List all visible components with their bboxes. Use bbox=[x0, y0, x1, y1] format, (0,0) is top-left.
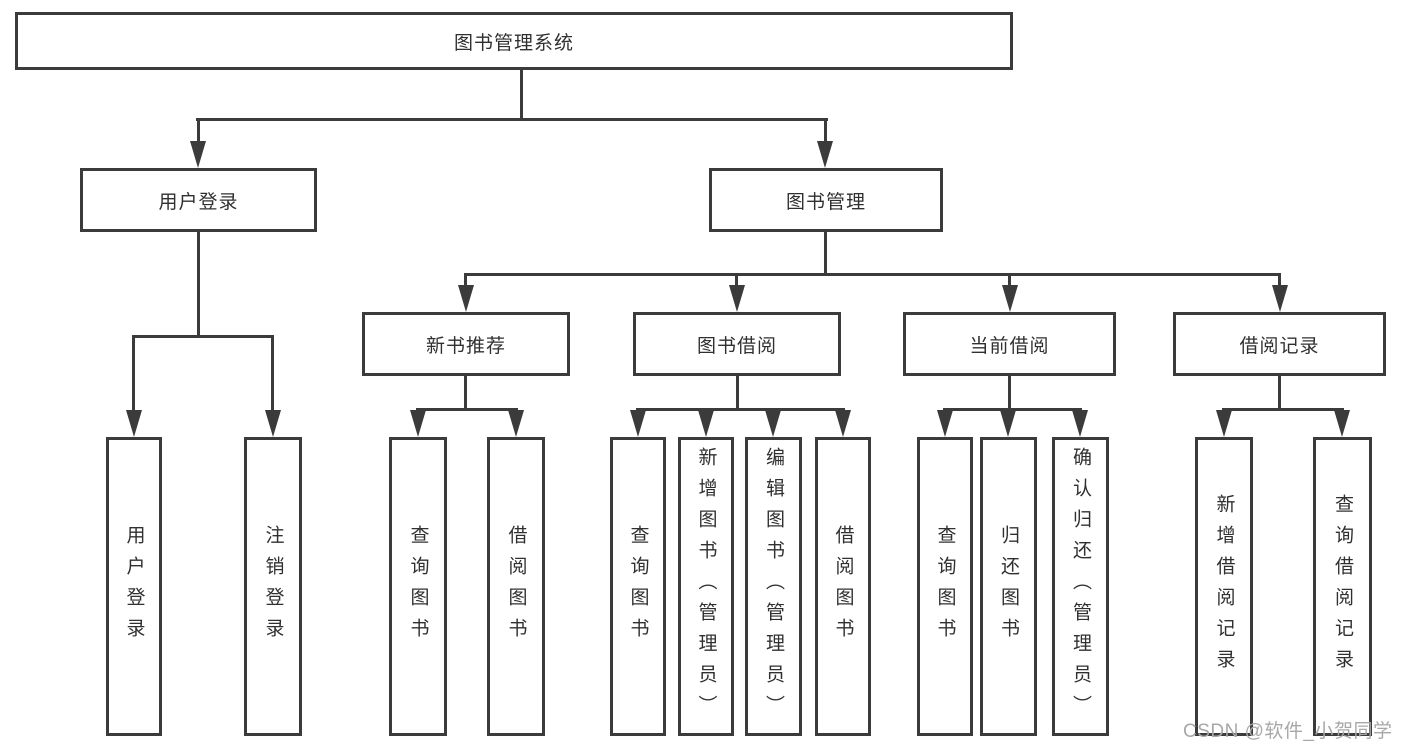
arrowhead-icon bbox=[698, 410, 714, 437]
node-label: 图书管理系统 bbox=[453, 32, 574, 54]
connector-line bbox=[735, 276, 738, 285]
connector-line bbox=[1008, 276, 1011, 285]
leaf-label: 编辑图书（管理员） bbox=[763, 447, 784, 726]
leaf-return-book: 归还图书 bbox=[980, 437, 1037, 736]
connector-line bbox=[1222, 408, 1344, 411]
leaf-borrow-books: 借阅图书 bbox=[815, 437, 871, 736]
leaf-user-login: 用户登录 bbox=[106, 437, 162, 736]
leaf-label: 用户登录 bbox=[123, 524, 145, 649]
arrowhead-icon bbox=[1334, 410, 1350, 437]
leaf-label: 查询图书 bbox=[934, 524, 956, 649]
connector-line bbox=[464, 376, 467, 408]
connector-line bbox=[824, 232, 827, 273]
node-new-book-recommend: 新书推荐 bbox=[362, 312, 570, 376]
node-label: 用户登录 bbox=[158, 191, 239, 213]
arrowhead-icon bbox=[508, 410, 524, 437]
connector-line bbox=[271, 338, 274, 410]
connector-line bbox=[520, 70, 523, 118]
node-label: 当前借阅 bbox=[969, 335, 1050, 357]
arrowhead-icon bbox=[190, 141, 206, 168]
connector-line bbox=[132, 335, 274, 338]
leaf-label: 注销登录 bbox=[262, 524, 284, 649]
connector-line bbox=[1008, 376, 1011, 408]
leaf-edit-book-admin: 编辑图书（管理员） bbox=[745, 437, 802, 736]
node-current-borrow: 当前借阅 bbox=[903, 312, 1116, 376]
leaf-label: 查询图书 bbox=[407, 524, 429, 649]
arrowhead-icon bbox=[265, 410, 281, 437]
leaf-label: 借阅图书 bbox=[505, 524, 527, 649]
connector-line bbox=[196, 118, 828, 121]
leaf-label: 借阅图书 bbox=[832, 524, 854, 649]
leaf-confirm-return-admin: 确认归还（管理员） bbox=[1052, 437, 1109, 736]
leaf-query-books-recommend: 查询图书 bbox=[389, 437, 447, 736]
arrowhead-icon bbox=[410, 410, 426, 437]
arrowhead-icon bbox=[630, 410, 646, 437]
leaf-borrow-books-recommend: 借阅图书 bbox=[487, 437, 545, 736]
leaf-label: 查询借阅记录 bbox=[1332, 493, 1353, 680]
arrowhead-icon bbox=[1000, 410, 1016, 437]
node-label: 借阅记录 bbox=[1239, 335, 1320, 357]
connector-line bbox=[824, 121, 827, 141]
leaf-logout: 注销登录 bbox=[244, 437, 302, 736]
arrowhead-icon bbox=[1216, 410, 1232, 437]
leaf-label: 确认归还（管理员） bbox=[1070, 447, 1091, 726]
leaf-query-books-borrow: 查询图书 bbox=[610, 437, 666, 736]
connector-line bbox=[416, 408, 518, 411]
arrowhead-icon bbox=[937, 410, 953, 437]
arrowhead-icon bbox=[126, 410, 142, 437]
node-borrow-records: 借阅记录 bbox=[1173, 312, 1386, 376]
leaf-query-books-current: 查询图书 bbox=[917, 437, 973, 736]
leaf-label: 归还图书 bbox=[998, 524, 1019, 649]
connector-line bbox=[464, 276, 467, 285]
node-book-management: 图书管理 bbox=[709, 168, 943, 232]
connector-line bbox=[1278, 276, 1281, 285]
connector-line bbox=[197, 232, 200, 335]
arrowhead-icon bbox=[817, 141, 833, 168]
connector-line bbox=[1278, 376, 1281, 408]
node-library-management-system: 图书管理系统 bbox=[15, 12, 1013, 70]
connector-line bbox=[943, 408, 1082, 411]
leaf-label: 新增借阅记录 bbox=[1213, 493, 1235, 680]
node-label: 图书管理 bbox=[785, 191, 866, 213]
csdn-watermark: CSDN @软件_小贺同学 bbox=[1183, 721, 1393, 742]
connector-line bbox=[464, 273, 1281, 276]
arrowhead-icon bbox=[1002, 285, 1018, 312]
arrowhead-icon bbox=[835, 410, 851, 437]
leaf-add-borrow-record: 新增借阅记录 bbox=[1195, 437, 1253, 736]
connector-line bbox=[132, 338, 135, 410]
leaf-query-borrow-record: 查询借阅记录 bbox=[1313, 437, 1372, 736]
node-user-login: 用户登录 bbox=[80, 168, 317, 232]
leaf-label: 新增图书（管理员） bbox=[695, 447, 717, 726]
arrowhead-icon bbox=[1072, 410, 1088, 437]
connector-line bbox=[636, 408, 845, 411]
node-label: 图书借阅 bbox=[696, 335, 777, 357]
leaf-label: 查询图书 bbox=[627, 524, 649, 649]
arrowhead-icon bbox=[729, 285, 745, 312]
arrowhead-icon bbox=[765, 410, 781, 437]
connector-line bbox=[197, 121, 200, 141]
leaf-add-book-admin: 新增图书（管理员） bbox=[678, 437, 734, 736]
connector-line bbox=[736, 376, 739, 408]
arrowhead-icon bbox=[1272, 285, 1288, 312]
node-book-borrow: 图书借阅 bbox=[633, 312, 841, 376]
arrowhead-icon bbox=[458, 285, 474, 312]
node-label: 新书推荐 bbox=[425, 335, 506, 357]
